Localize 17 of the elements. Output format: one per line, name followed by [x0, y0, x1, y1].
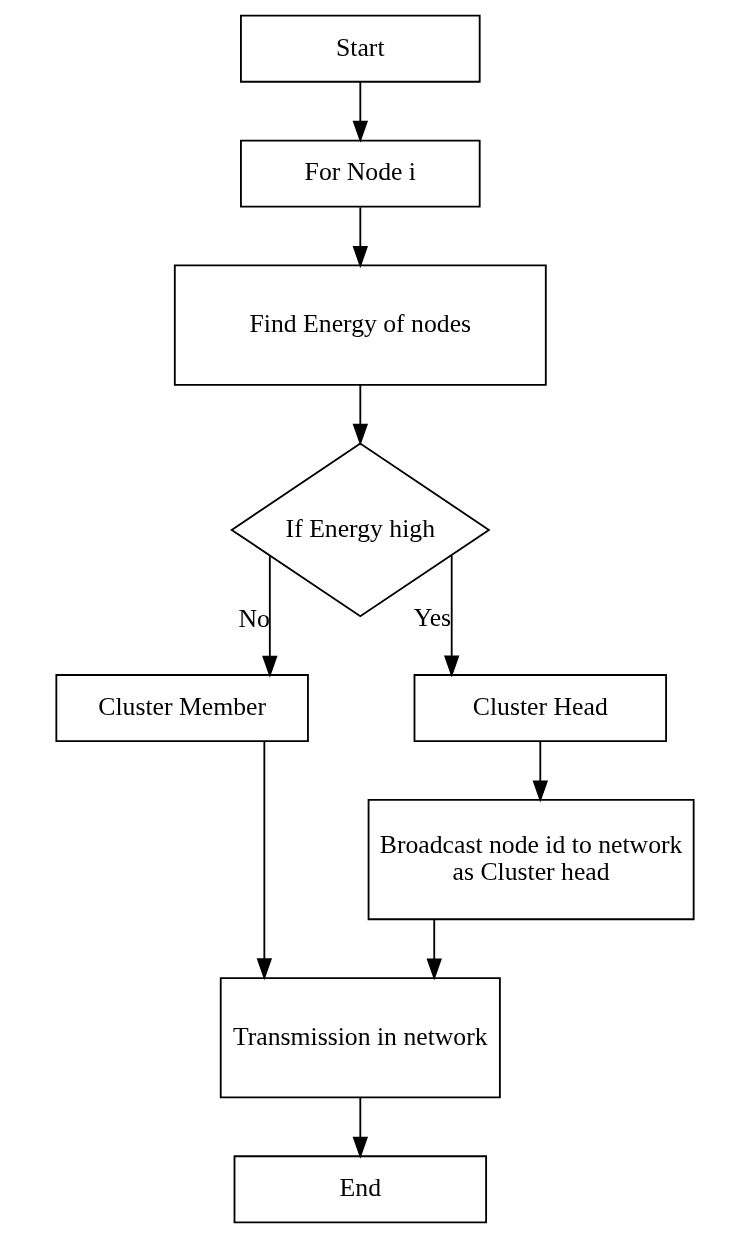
node-box: Cluster Member: [55, 674, 309, 743]
node-box: Broadcast node id to network as Cluster head: [367, 799, 695, 921]
node-box: Cluster Head: [413, 674, 667, 743]
arrow: [352, 384, 369, 446]
node-box: For Node i: [240, 139, 481, 208]
arrow: [532, 740, 548, 803]
arrow: [352, 206, 369, 269]
arrow: [352, 1096, 369, 1159]
node-box: Find Energy of nodes: [173, 264, 547, 386]
node-box: Start: [240, 14, 481, 83]
arrow: [352, 81, 369, 143]
arrow: [426, 918, 442, 981]
node-box: Transmission in network: [219, 977, 501, 1099]
arrow: [262, 555, 278, 678]
node-box: End: [233, 1155, 488, 1224]
arrow: [443, 554, 460, 678]
arrow: [256, 740, 273, 981]
